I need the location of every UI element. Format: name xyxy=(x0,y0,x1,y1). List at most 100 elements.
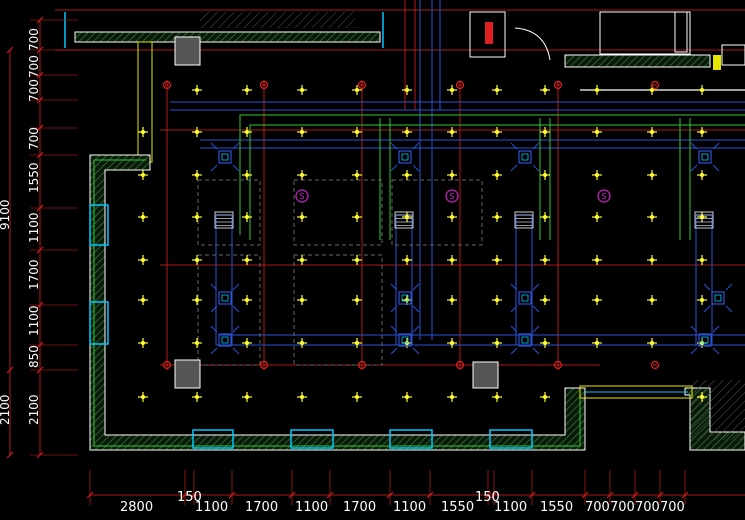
dim-label: 1550 xyxy=(441,500,474,515)
column-icon xyxy=(174,36,201,66)
ceiling-light-icon xyxy=(352,255,362,265)
dim-label: 1100 xyxy=(393,500,426,515)
dim-label: 700 xyxy=(27,127,41,150)
wall-windows xyxy=(89,204,533,449)
ceiling-light-icon xyxy=(492,170,502,180)
columns xyxy=(174,36,499,389)
air-diffuser-icon xyxy=(510,283,540,313)
air-grille-icon xyxy=(394,211,414,229)
air-diffuser-icon xyxy=(210,325,240,355)
dim-label: 700 xyxy=(660,500,685,515)
sprinkler-icon xyxy=(553,80,563,90)
ceiling-light-icon xyxy=(540,255,550,265)
air-diffuser-icon xyxy=(390,325,420,355)
ceiling-light-icon xyxy=(447,392,457,402)
air-diffuser-icon xyxy=(690,325,720,355)
ceiling-light-icon xyxy=(592,338,602,348)
dim-label: 850 xyxy=(27,345,41,368)
ceiling-light-icon xyxy=(492,295,502,305)
sprinkler-icon xyxy=(553,360,563,370)
ceiling-light-icon xyxy=(138,295,148,305)
air-diffuser-icon xyxy=(390,283,420,313)
ceiling-light-icon xyxy=(447,255,457,265)
ceiling-light-icon xyxy=(492,255,502,265)
ceiling-light-icon xyxy=(242,170,252,180)
ceiling-light-icon xyxy=(697,295,707,305)
sprinkler-icon xyxy=(650,80,660,90)
ceiling-light-icon xyxy=(297,295,307,305)
ceiling-outlines xyxy=(197,114,745,366)
dim-label: 700 xyxy=(27,55,41,78)
ceiling-light-icon xyxy=(242,338,252,348)
ceiling-light-icon xyxy=(352,85,362,95)
ceiling-light-icon xyxy=(138,212,148,222)
ceiling-light-icon xyxy=(540,170,550,180)
dim-label: 9100 xyxy=(0,199,12,230)
ceiling-light-icon xyxy=(592,255,602,265)
ceiling-light-icon xyxy=(647,170,657,180)
ceiling-light-icon xyxy=(138,392,148,402)
ceiling-light-icon xyxy=(138,127,148,137)
ceiling-light-icon xyxy=(402,392,412,402)
ceiling-light-icon xyxy=(402,212,412,222)
ceiling-light-icon xyxy=(647,295,657,305)
ceiling-light-icon xyxy=(138,170,148,180)
column-icon xyxy=(472,361,499,389)
dim-label: 1700 xyxy=(245,500,278,515)
duct-lines xyxy=(170,0,745,346)
ceiling-light-icon xyxy=(492,212,502,222)
ceiling-light-icon xyxy=(242,212,252,222)
air-diffusers xyxy=(210,142,733,355)
ceiling-light-icon xyxy=(242,127,252,137)
dim-label: 2800 xyxy=(120,500,153,515)
ceiling-light-icon xyxy=(192,85,202,95)
air-grille-icon xyxy=(694,211,714,229)
ceiling-light-icon xyxy=(697,127,707,137)
sprinkler-icon xyxy=(162,360,172,370)
ceiling-light-icon xyxy=(447,170,457,180)
air-diffuser-icon xyxy=(510,325,540,355)
ceiling-light-icon xyxy=(192,255,202,265)
ceiling-light-icon xyxy=(192,295,202,305)
ceiling-light-icon xyxy=(697,255,707,265)
ceiling-light-icon xyxy=(192,338,202,348)
ceiling-light-icon xyxy=(592,85,602,95)
ceiling-light-icon xyxy=(242,255,252,265)
dimension-lines xyxy=(9,20,745,496)
dim-label: 1550 xyxy=(540,500,573,515)
ceiling-light-icon xyxy=(492,338,502,348)
dim-label: 700 xyxy=(27,28,41,51)
ceiling-light-icon xyxy=(297,170,307,180)
air-diffuser-icon xyxy=(703,283,733,313)
left-inner-dimensions: 700 700 700 700 1550 1100 1700 1100 850 … xyxy=(27,28,41,425)
sprinkler-icon xyxy=(357,360,367,370)
dim-label: 1700 xyxy=(343,500,376,515)
ceiling-light-icon xyxy=(297,85,307,95)
ceiling-light-icon xyxy=(540,85,550,95)
ceiling-light-icon xyxy=(242,295,252,305)
ceiling-lights xyxy=(138,85,707,402)
ceiling-light-icon xyxy=(192,170,202,180)
column-icon xyxy=(174,359,201,389)
ceiling-light-icon xyxy=(402,127,412,137)
ceiling-light-icon xyxy=(447,295,457,305)
ceiling-light-icon xyxy=(697,212,707,222)
ceiling-light-icon xyxy=(192,212,202,222)
air-diffuser-icon xyxy=(510,142,540,172)
dim-label: 1100 xyxy=(27,212,41,243)
dim-label: 1100 xyxy=(195,500,228,515)
walls xyxy=(64,11,745,451)
sprinkler-icon xyxy=(650,360,660,370)
ceiling-light-icon xyxy=(447,212,457,222)
dim-label: 2100 xyxy=(27,394,41,425)
smoke-detector-icon: S xyxy=(597,189,611,203)
dim-label: 1100 xyxy=(27,305,41,336)
ceiling-light-icon xyxy=(592,212,602,222)
air-diffuser-icon xyxy=(690,142,720,172)
ceiling-light-icon xyxy=(352,170,362,180)
ceiling-light-icon xyxy=(297,127,307,137)
ceiling-light-icon xyxy=(297,338,307,348)
sprinkler-icon xyxy=(357,80,367,90)
ceiling-light-icon xyxy=(402,85,412,95)
